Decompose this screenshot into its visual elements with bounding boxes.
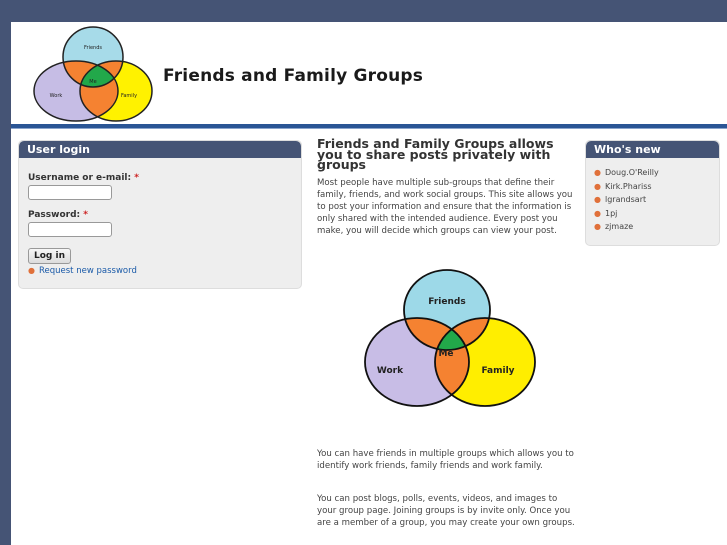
login-button[interactable]: Log in	[28, 248, 71, 264]
bullet-icon: ●	[594, 208, 601, 218]
bullet-icon: ●	[28, 266, 35, 275]
list-item: ●lgrandsart	[594, 193, 719, 207]
request-password-item: ●Request new password	[28, 266, 292, 276]
username-label: Username or e-mail: *	[28, 173, 139, 183]
user-link[interactable]: lgrandsart	[604, 195, 647, 204]
bullet-icon: ●	[594, 222, 601, 231]
svg-text:Me: Me	[438, 349, 453, 359]
intro-paragraph: Most people have multiple sub-groups tha…	[317, 177, 573, 236]
list-item: ●Kirk.Phariss	[594, 180, 719, 194]
site-title[interactable]: Friends and Family Groups	[163, 66, 424, 86]
bullet-icon: ●	[594, 195, 601, 204]
main-content: Friends and Family Groups allows you to …	[317, 136, 579, 528]
user-login-title: User login	[19, 141, 301, 158]
svg-text:Friends: Friends	[84, 45, 102, 51]
whos-new-block: Who's new ●Doug.O'Reilly ●Kirk.Phariss ●…	[585, 140, 720, 246]
user-link[interactable]: Doug.O'Reilly	[604, 168, 659, 177]
list-item: ●zjmaze	[594, 220, 719, 234]
password-input[interactable]	[28, 222, 112, 237]
user-link[interactable]: 1pj	[604, 208, 618, 218]
posting-paragraph: You can post blogs, polls, events, video…	[317, 494, 575, 528]
user-link[interactable]: Kirk.Phariss	[604, 181, 652, 191]
svg-text:Friends: Friends	[428, 297, 465, 307]
svg-text:Work: Work	[377, 366, 404, 376]
svg-text:Me: Me	[89, 79, 96, 85]
logo-venn-icon[interactable]: Friends Work Family Me	[31, 25, 161, 125]
site-header: Friends Work Family Me Friends and Famil…	[11, 22, 727, 124]
username-input[interactable]	[28, 185, 112, 200]
whos-new-list: ●Doug.O'Reilly ●Kirk.Phariss ●lgrandsart…	[586, 158, 719, 234]
header-divider	[11, 124, 727, 129]
top-bar	[0, 0, 727, 22]
svg-text:Family: Family	[121, 93, 137, 99]
groups-paragraph: You can have friends in multiple groups …	[317, 449, 574, 471]
user-link[interactable]: zjmaze	[604, 222, 634, 231]
required-marker: *	[83, 210, 88, 220]
page: Friends Work Family Me Friends and Famil…	[11, 22, 727, 545]
whos-new-title: Who's new	[586, 141, 719, 158]
password-label: Password: *	[28, 210, 88, 220]
list-item: ●1pj	[594, 207, 719, 221]
main-heading: Friends and Family Groups allows you to …	[317, 136, 554, 172]
bullet-icon: ●	[594, 181, 601, 191]
bullet-icon: ●	[594, 168, 601, 177]
list-item: ●Doug.O'Reilly	[594, 166, 719, 180]
user-login-block: User login Username or e-mail: * Passwor…	[18, 140, 302, 289]
venn-diagram-image: Friends Work Family Me	[364, 269, 536, 407]
request-new-password-link[interactable]: Request new password	[38, 266, 137, 276]
svg-text:Family: Family	[481, 366, 514, 376]
required-marker: *	[134, 173, 139, 183]
svg-text:Work: Work	[50, 93, 63, 99]
